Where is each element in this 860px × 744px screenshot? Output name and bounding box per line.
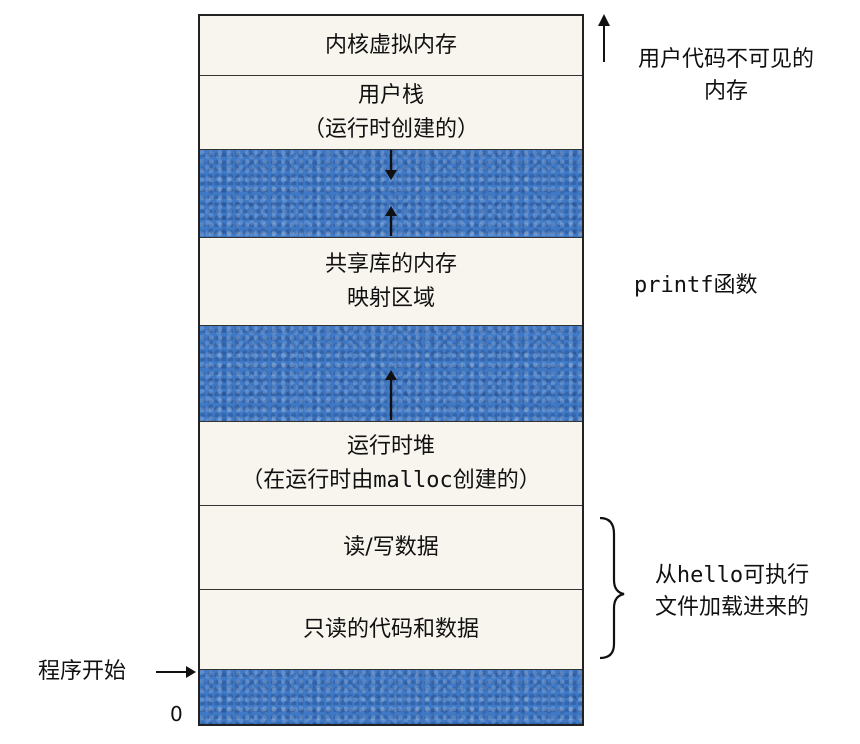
brace — [599, 516, 625, 660]
address-space-stack: 内核虚拟内存 用户栈 （运行时创建的） 共享库的内存 映射区域 运行时堆 （在运… — [198, 14, 584, 726]
rw-data-segment: 读/写数据 — [200, 506, 582, 590]
runtime-heap-segment: 运行时堆 （在运行时由malloc创建的） — [200, 422, 582, 506]
loaded-from-line2: 文件加载进来的 — [654, 595, 809, 620]
heap-note: （在运行时由malloc创建的） — [241, 467, 541, 493]
printf-annotation: printf函数 — [634, 270, 758, 302]
shared-up-arrowhead — [385, 206, 397, 216]
invisible-memory-arrowhead — [598, 14, 610, 26]
kernel-virtual-memory-segment: 内核虚拟内存 — [200, 16, 582, 76]
user-stack-segment: 用户栈 （运行时创建的） — [200, 76, 582, 150]
user-stack-note: （运行时创建的） — [302, 116, 479, 142]
ro-code-data-segment: 只读的代码和数据 — [200, 590, 582, 670]
heap-up-arrowhead — [385, 370, 397, 380]
heap-label: 运行时堆 — [346, 433, 435, 459]
shared-library-segment: 共享库的内存 映射区域 — [200, 238, 582, 326]
hello-code: hello — [676, 563, 744, 588]
invisible-memory-annotation: 用户代码不可见的 内存 — [616, 44, 836, 108]
printf-text: 函数 — [713, 273, 758, 298]
loaded-from-annotation: 从hello可执行 文件加载进来的 — [632, 560, 832, 624]
ro-data-label: 只读的代码和数据 — [302, 616, 479, 642]
address-zero-label: 0 — [170, 702, 183, 726]
loaded-from-line1: 从hello可执行 — [654, 563, 810, 588]
printf-code: printf — [634, 273, 714, 298]
unused-low-region — [200, 670, 582, 724]
malloc-code: malloc — [373, 467, 453, 493]
invisible-memory-line2: 内存 — [703, 79, 748, 104]
rw-data-label: 读/写数据 — [343, 534, 439, 560]
stack-down-arrowhead — [385, 170, 397, 180]
user-stack-label: 用户栈 — [357, 82, 424, 108]
kernel-label: 内核虚拟内存 — [324, 32, 457, 58]
program-start-label: 程序开始 — [38, 659, 127, 684]
invisible-memory-line1: 用户代码不可见的 — [637, 47, 814, 72]
shared-library-label-2: 映射区域 — [346, 285, 435, 311]
shared-library-label: 共享库的内存 — [324, 251, 457, 277]
program-start-arrowhead — [186, 666, 196, 678]
